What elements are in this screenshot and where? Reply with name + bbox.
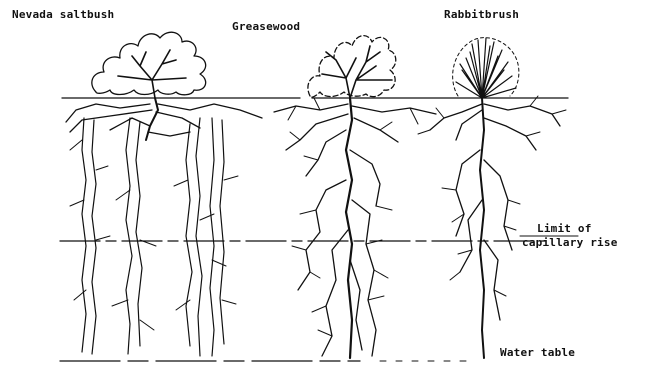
water-table-label: Water table (500, 346, 575, 359)
saltbush-canopy (92, 32, 206, 98)
greasewood-roots (274, 98, 436, 358)
nevada-saltbush-label: Nevada saltbush (12, 8, 114, 21)
rabbitbrush-label: Rabbitbrush (444, 8, 519, 21)
greasewood-label: Greasewood (232, 20, 300, 33)
saltbush-roots (66, 98, 262, 356)
rabbitbrush-canopy (453, 38, 519, 98)
greasewood-canopy (308, 36, 396, 98)
capillary-limit-label-line1: Limit of (537, 222, 592, 235)
capillary-limit-label-line2: capillary rise (522, 236, 618, 249)
